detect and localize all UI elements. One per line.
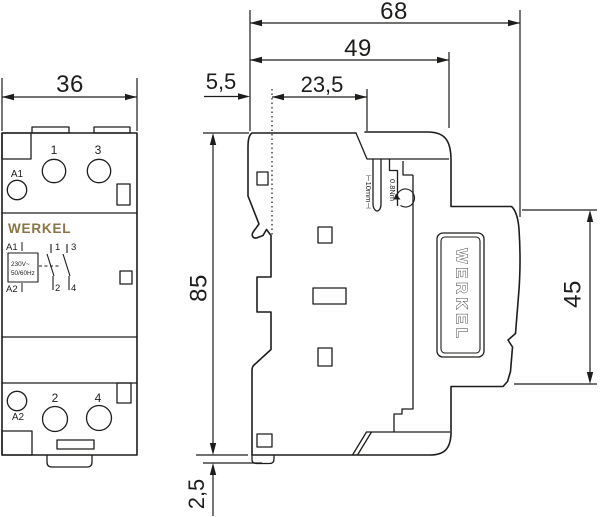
dim-2-5-label: 2,5 <box>184 479 209 510</box>
dim-height-85: 85 <box>185 132 249 456</box>
dim-36-extensions <box>1 78 138 131</box>
schematic-p4-label: 4 <box>71 283 76 294</box>
dim-body-depth-49: 49 <box>250 35 450 128</box>
side-hole-bottom <box>256 433 273 448</box>
terminal-label-1: 1 <box>51 143 58 157</box>
front-bottom-tab <box>46 455 93 468</box>
side-screw-channel <box>388 159 399 206</box>
dim-23-5-label: 23,5 <box>301 72 344 97</box>
front-topleft-notch <box>1 132 32 160</box>
terminal-hole-1 <box>41 158 67 184</box>
side-wire-channel <box>372 159 382 212</box>
brand-wordmark-front: WERKEL <box>8 221 71 236</box>
dim-front-height-45: 45 <box>514 209 597 385</box>
torque-arrow-head <box>393 193 401 200</box>
schematic-p1-label: 1 <box>55 242 60 253</box>
torque-arrow-arc <box>395 188 416 208</box>
terminal-hole-3 <box>86 158 112 184</box>
dim-36-arrow-left <box>2 93 14 101</box>
side-view: ⊢10mm⊣ 0.8Nm WERKEL <box>247 131 521 465</box>
schematic-pole-1 <box>46 244 55 290</box>
front-bottomleft-notch <box>1 430 33 456</box>
dim-49-label: 49 <box>344 35 372 62</box>
side-foot-seam <box>351 431 373 456</box>
side-cavity-step <box>402 161 413 176</box>
terminal-hole-a2 <box>6 390 28 412</box>
side-hole-top <box>256 171 269 186</box>
front-din-slot <box>56 439 95 450</box>
dim-5-5-label: 5,5 <box>206 69 237 94</box>
schematic-a1-label: A1 <box>6 242 18 253</box>
dim-width-36: 36 <box>1 71 138 131</box>
dim-68-extensions <box>249 10 521 217</box>
badge-outer-frame <box>436 232 485 358</box>
terminal-label-4: 4 <box>95 391 102 405</box>
badge-inner-frame <box>440 236 481 354</box>
dim-foot-2-5: 2,5 <box>184 462 262 516</box>
schematic-coil-box <box>7 252 39 283</box>
dim-45-arrow-bottom <box>586 372 594 384</box>
dim-total-depth-68: 68 <box>249 0 521 217</box>
terminal-label-3: 3 <box>95 143 102 157</box>
dim-5-5-arrow <box>238 93 250 100</box>
schematic-voltage: 230V~ <box>11 261 30 268</box>
side-slot-mid <box>312 287 347 305</box>
front-top-tab-right <box>93 126 131 134</box>
side-hole-lower-mid <box>317 347 333 367</box>
terminal-label-a1: A1 <box>11 169 24 180</box>
dim-45-arrow-top <box>586 210 594 222</box>
dim-85-extensions <box>196 132 249 456</box>
dim-36-label: 36 <box>56 71 84 98</box>
torque-label: 0.8Nm <box>388 179 397 201</box>
wiring-schematic: A1 230V~ 50/60Hz A2 1 3 2 4 <box>6 242 76 295</box>
terminal-hole-2 <box>41 405 69 433</box>
dim-23-5-arrow-right <box>355 93 367 101</box>
side-hole-upper-mid <box>317 226 333 244</box>
schematic-p2-label: 2 <box>55 283 60 294</box>
dim-85-arrow-bottom <box>209 443 217 455</box>
schematic-p3-label: 3 <box>71 242 76 253</box>
schematic-a2-label: A2 <box>6 284 18 295</box>
dim-36-arrow-right <box>125 93 137 101</box>
terminal-label-a2: A2 <box>12 412 25 423</box>
side-cavity-line <box>355 132 449 160</box>
side-front-part-back-edge <box>393 175 414 432</box>
terminal-label-2: 2 <box>52 391 59 405</box>
front-clip-slot-mid <box>119 270 133 285</box>
terminal-hole-4 <box>85 404 113 432</box>
brand-wordmark-side: WERKEL <box>452 248 469 341</box>
strip-length-label: ⊢10mm⊣ <box>364 175 373 209</box>
dim-85-arrow-top <box>209 133 217 145</box>
front-clip-slot-bottom <box>116 382 132 404</box>
dim-din-offset-5-5: 5,5 <box>204 69 250 100</box>
terminal-hole-a1 <box>6 179 28 201</box>
dim-23-5-arrow-left <box>272 93 284 101</box>
dim-49-arrow-right <box>437 56 449 64</box>
schematic-frequency: 50/60Hz <box>11 270 35 277</box>
dim-45-label: 45 <box>559 280 586 308</box>
front-top-tab-left <box>31 126 70 134</box>
front-view: 1 3 A1 WERKEL A1 230V~ 50/60Hz A2 1 3 2 … <box>1 126 138 468</box>
dim-68-arrow-right <box>508 19 520 27</box>
dim-din-to-clamp-23-5: 23,5 <box>271 72 368 236</box>
dim-68-arrow-left <box>250 19 262 27</box>
dim-68-label: 68 <box>380 0 408 25</box>
dim-2-5-arrow <box>209 463 217 475</box>
schematic-pole-2 <box>62 244 71 290</box>
dim-85-label: 85 <box>185 274 212 302</box>
side-bottom-tab <box>251 455 275 465</box>
dim-49-arrow-left <box>250 56 262 64</box>
front-clip-slot-top <box>116 183 131 206</box>
side-body-outline <box>247 131 521 456</box>
dim-45-extensions <box>514 209 597 385</box>
